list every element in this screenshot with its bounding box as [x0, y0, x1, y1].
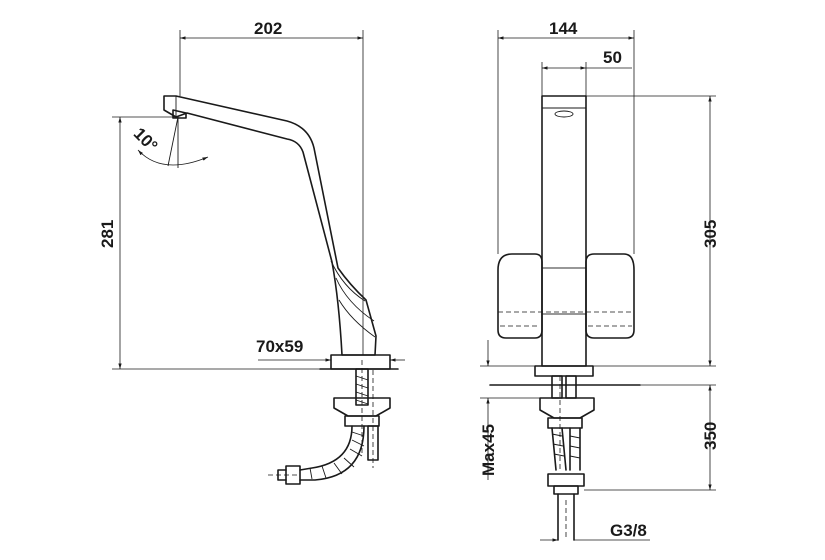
front-base [534, 365, 594, 377]
spout-aerator [172, 109, 187, 119]
dim-reach-label: 202 [254, 19, 282, 38]
dim-base-label: 70x59 [256, 337, 303, 356]
angle-label: 10° [130, 124, 162, 156]
dim-body-width-label: 50 [603, 48, 622, 67]
flexible-hose [299, 425, 353, 471]
faucet-column [541, 95, 587, 367]
dim-hose-length-label: 350 [701, 422, 720, 450]
dim-height-right-label: 305 [701, 220, 720, 248]
right-handle [585, 253, 635, 339]
side-view: 10° 202 281 70x59 [98, 19, 405, 485]
front-view: 144 50 305 350 Max45 G3/8 [479, 19, 720, 542]
aerator-outlet [554, 110, 574, 118]
left-handle [497, 253, 543, 339]
dim-height-left-label: 281 [98, 220, 117, 248]
spout-body [163, 95, 377, 356]
base-flange [330, 354, 391, 370]
dim-width-label: 144 [549, 19, 578, 38]
thread-label: G3/8 [610, 521, 647, 540]
hose-connector [547, 473, 585, 487]
hose-fitting [285, 465, 301, 485]
dim-max-thickness-label: Max45 [479, 424, 498, 476]
front-fixing-nut [539, 397, 595, 419]
lever-handle [330, 260, 376, 338]
